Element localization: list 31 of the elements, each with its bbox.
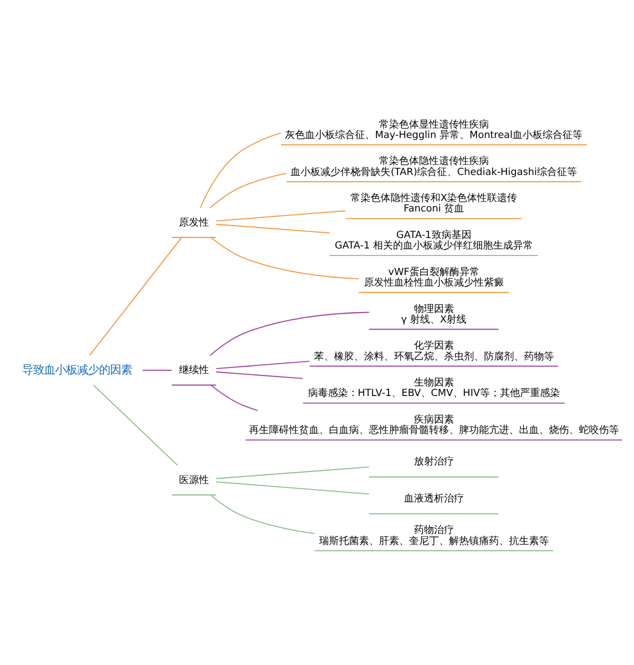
connector (210, 172, 287, 208)
node-text: 医源性 (178, 474, 209, 486)
connector (216, 210, 346, 222)
connector (142, 369, 172, 370)
connector (216, 466, 369, 479)
connector (210, 236, 359, 279)
node-text: 导致血小板减少的因素 (22, 362, 132, 376)
node-text: 常染色体隐性遗传和X染色体性联遗传 Fanconi 贫血 (350, 192, 518, 214)
node-text: 常染色体显性遗传性疾病 灰色血小板综合征、May-Hegglin 异常、Montreal血小板综合征等 (285, 118, 583, 140)
connector (210, 384, 258, 410)
node-text: 血液透析治疗 (404, 493, 464, 504)
node-text: 原发性 (178, 216, 209, 228)
node-text: GATA-1致病基因 GATA-1 相关的血小板减少伴红细胞生成异常 (334, 229, 533, 252)
connector (216, 360, 310, 369)
node-text: 疾病因素 再生障碍性贫血、白血病、恶性肿瘤骨髓转移、脾功能亢进、出血、烧伤、蛇咬伤等 (248, 414, 619, 436)
node-text: vWF蛋白裂解酶异常 原发性血栓性血小板减少性紫癜 (364, 266, 504, 288)
node-text: 药物治疗 瑞斯托菌素、肝素、奎尼丁、解热镇痛药、抗生素等 (318, 524, 549, 546)
node-text: 常染色体隐性遗传性疾病 血小板减少伴桡骨缺失(TAR)综合征、Chediak-Higashi综合征等 (290, 156, 578, 178)
node-text: 化学因素 苯、橡胶、涂料、环氧乙烷、杀虫剂、防腐剂、药物等 (314, 340, 554, 362)
connector (216, 370, 303, 379)
connector (216, 223, 330, 233)
node-text: 继续性 (178, 364, 209, 376)
connector (210, 494, 314, 534)
node-text: 物理因素 γ 射线、X射线 (401, 303, 467, 325)
connector (200, 132, 281, 208)
node-text: 生物因素 病毒感染：HTLV-1、EBV、CMV、HIV等；其他严重感染 (308, 377, 560, 399)
connector (216, 480, 369, 494)
node-text: 放射治疗 (414, 456, 454, 468)
connector (89, 236, 182, 356)
connector (93, 384, 178, 466)
connector (210, 311, 370, 356)
